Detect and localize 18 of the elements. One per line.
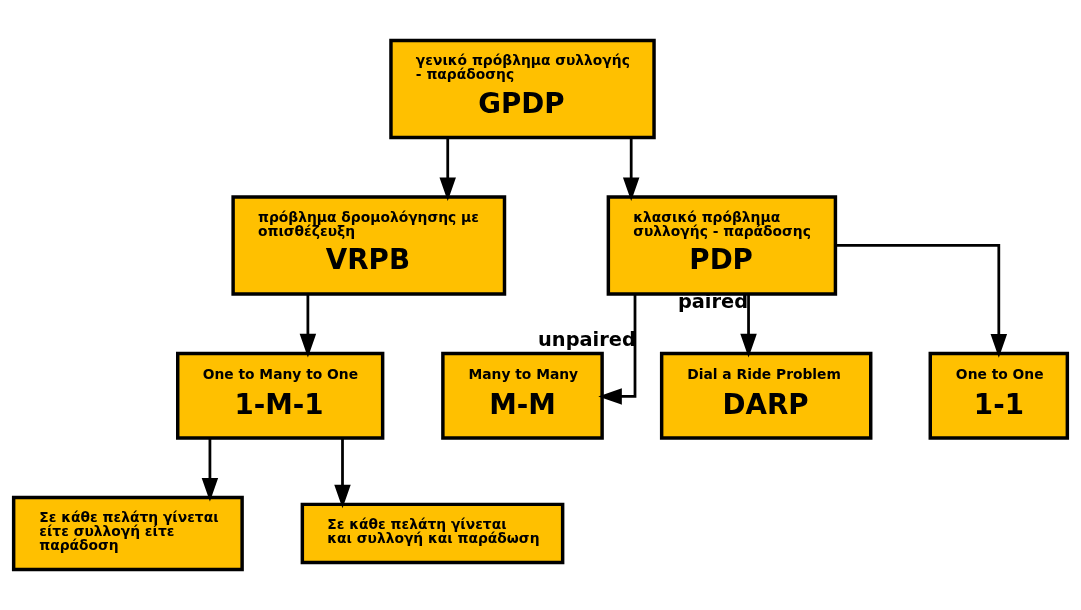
node-box: Σε κάθε πελάτη γίνεται είτε συλλογή είτε παράδοση (11, 495, 244, 572)
node-box: Many to Many M-M (441, 351, 604, 440)
node-box: κλασικό πρόβλημα συλλογής - παράδοσης PDP (606, 195, 838, 296)
arrow (598, 294, 637, 405)
arrow (622, 137, 640, 202)
node-box: πρόβλημα δρομολόγησης με οπισθέζευξη VRPB (231, 195, 507, 296)
node-box: One to Many to One 1-M-1 (176, 351, 385, 440)
node-box: Σε κάθε πελάτη γίνεται και συλλογή και παράδωση (300, 502, 565, 565)
arrow (835, 244, 1008, 358)
arrow (201, 438, 219, 502)
node-box: Dial a Ride Problem DARP (659, 351, 873, 440)
arrow (439, 137, 456, 202)
arrow (334, 438, 351, 509)
arrow (299, 294, 317, 358)
node-box: One to One 1-1 (928, 351, 1070, 440)
edge-label: unpaired (538, 327, 636, 351)
arrow (740, 294, 757, 358)
node-box: γενικό πρόβλημα συλλογής - παράδοσης GPDP (389, 38, 656, 140)
